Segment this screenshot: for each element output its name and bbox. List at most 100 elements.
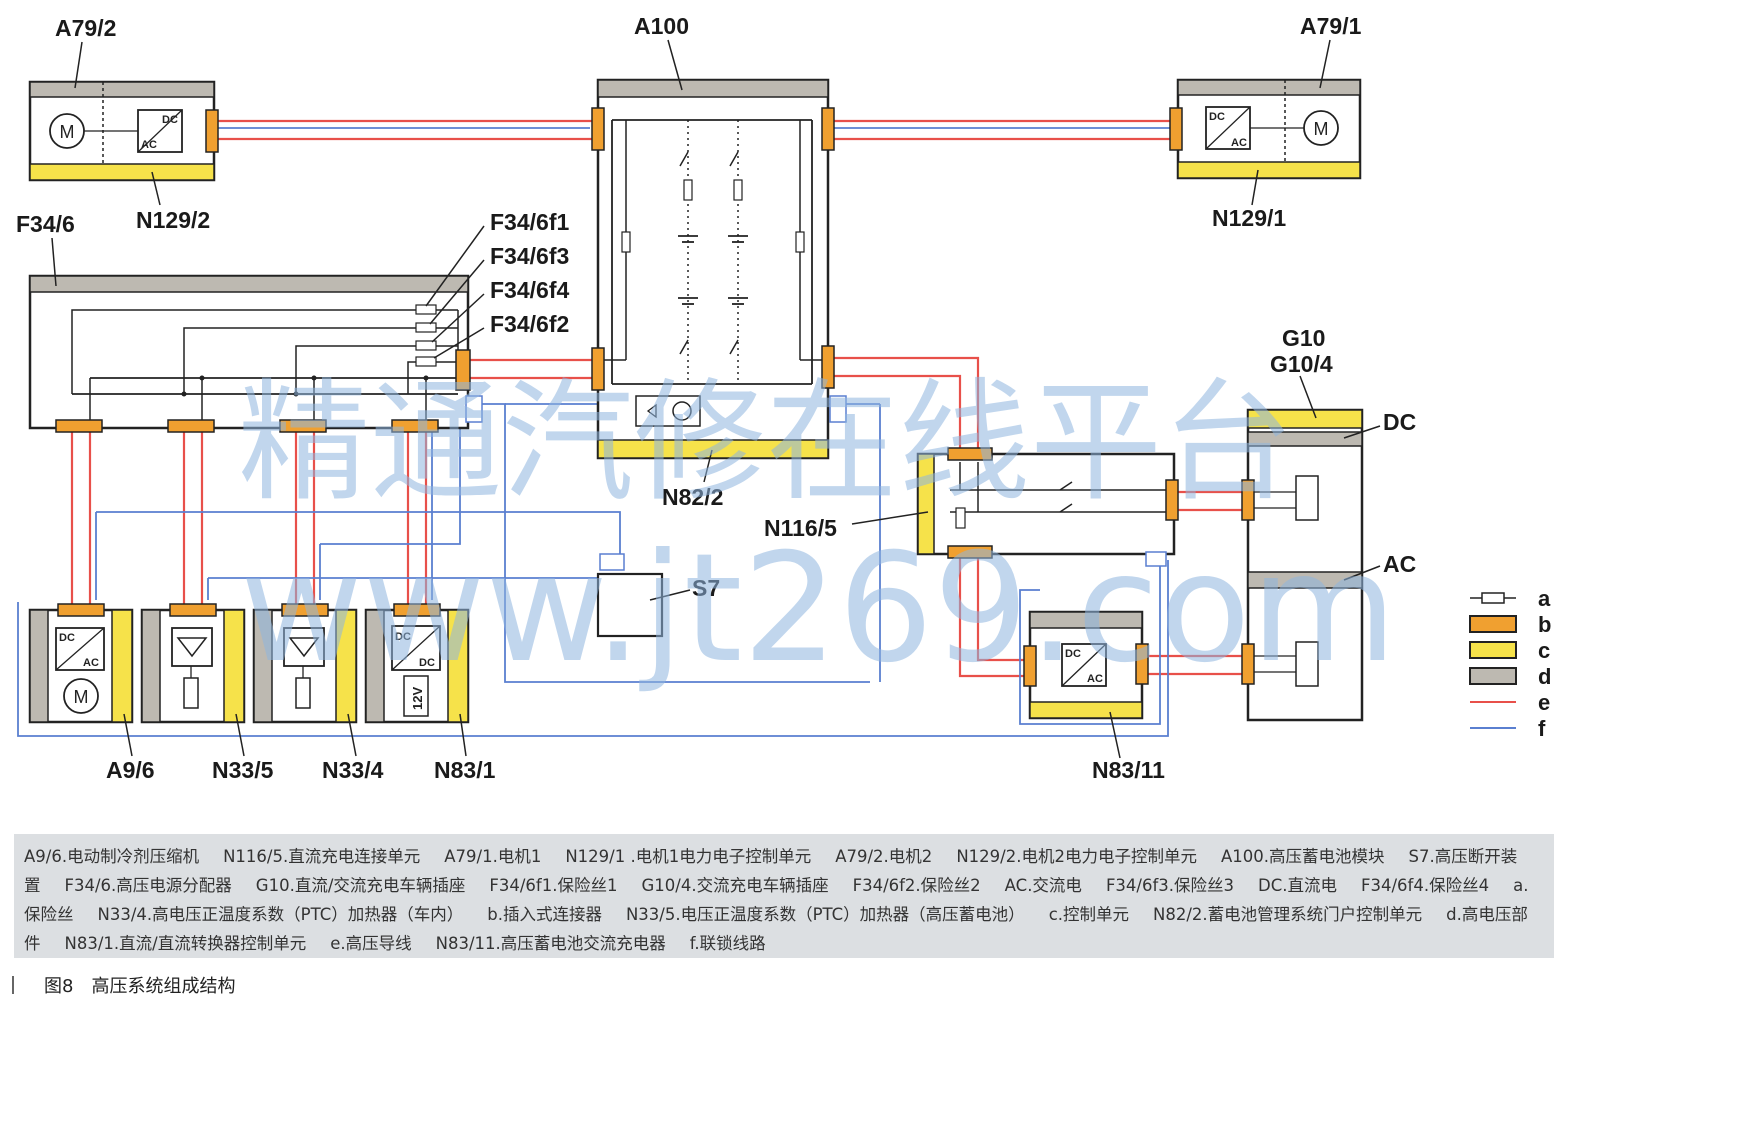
figure-number: 图8 xyxy=(44,976,74,997)
n33-4-ptc-heater xyxy=(252,603,358,724)
legend-item-e: e xyxy=(1470,690,1550,715)
legend-key-a: a xyxy=(1538,586,1551,611)
connector xyxy=(1241,479,1255,521)
fuse-icon xyxy=(415,322,437,333)
a100-battery-module xyxy=(591,78,847,460)
legend-symbol-c xyxy=(1469,641,1517,659)
legend-symbol-a xyxy=(1470,592,1516,604)
motor-mark: M xyxy=(74,687,89,707)
legend-key-c: c xyxy=(1538,638,1550,663)
caption-item: F34/6f3.保险丝3 xyxy=(1105,876,1235,895)
figure-title-text: 高压系统组成结构 xyxy=(91,976,236,997)
connector xyxy=(279,419,327,433)
ac-mark: AC xyxy=(141,139,157,151)
n116-5-dc-charge-unit xyxy=(916,447,1179,567)
fuse-icon xyxy=(733,179,743,201)
label-a79-2: A79/2 xyxy=(55,15,116,41)
caption-item: N83/11.高压蓄电池交流充电器 xyxy=(435,934,666,953)
motor-icon xyxy=(1303,110,1339,146)
legend-key-f: f xyxy=(1538,716,1546,741)
caption-item: A79/1.电机1 xyxy=(444,847,542,866)
legend-item-f: f xyxy=(1470,716,1546,741)
fuse-icon xyxy=(415,304,437,315)
label-f34-6f1: F34/6f1 xyxy=(490,209,569,235)
motor-mark: M xyxy=(1314,119,1329,139)
legend-item-c: c xyxy=(1469,638,1550,663)
n33-5-ptc-heater xyxy=(140,603,246,724)
ac-mark: AC xyxy=(1087,673,1103,685)
caption-item: N129/2.电机2电力电子控制单元 xyxy=(956,847,1197,866)
caption-item: N129/1 .电机1电力电子控制单元 xyxy=(565,847,812,866)
label-dc: DC xyxy=(1383,409,1416,435)
legend-key-d: d xyxy=(1538,664,1551,689)
label-f34-6f3: F34/6f3 xyxy=(490,243,569,269)
dc-mark: DC xyxy=(59,632,75,644)
fuse-icon xyxy=(621,231,631,253)
dc-mark: DC xyxy=(419,657,435,669)
caption-item: d.高电压部件 xyxy=(24,905,1528,953)
connector xyxy=(947,447,993,461)
motor-icon xyxy=(63,678,99,714)
f34-6-distributor xyxy=(28,274,483,433)
connector xyxy=(455,349,471,391)
label-a79-1: A79/1 xyxy=(1300,13,1362,39)
caption-item: F34/6f1.保险丝1 xyxy=(489,876,618,895)
connector xyxy=(1241,643,1255,685)
label-n82-2: N82/2 xyxy=(662,484,723,510)
label-f34-6f2: F34/6f2 xyxy=(490,311,569,337)
connector xyxy=(393,603,441,617)
connector xyxy=(821,107,835,151)
caption-item: f.联锁线路 xyxy=(689,934,766,953)
connector xyxy=(167,419,215,433)
legend-key-b: b xyxy=(1538,612,1551,637)
label-n33-5: N33/5 xyxy=(212,757,274,783)
connector xyxy=(821,345,835,389)
connector xyxy=(591,347,605,391)
label-g10-4: G10/4 xyxy=(1270,351,1333,377)
label-a9-6: A9/6 xyxy=(106,757,155,783)
dc-mark: DC xyxy=(1209,111,1225,123)
caption-item: DC.直流电 xyxy=(1258,876,1338,895)
caption-item: c.控制单元 xyxy=(1048,905,1130,924)
connector xyxy=(55,419,103,433)
fuse-icon xyxy=(683,179,693,201)
caption-item: A9/6.电动制冷剂压缩机 xyxy=(24,847,200,866)
connector xyxy=(1165,479,1179,521)
connector xyxy=(169,603,217,617)
caption-item: A79/2.电机2 xyxy=(835,847,933,866)
label-f34-6: F34/6 xyxy=(16,211,75,237)
fuse-icon xyxy=(955,507,966,529)
figure-title: 图8 高压系统组成结构 xyxy=(44,972,235,998)
caption-item: N116/5.直流充电连接单元 xyxy=(223,847,421,866)
caption-item: F34/6.高压电源分配器 xyxy=(64,876,232,895)
v12-mark: 12V xyxy=(410,687,425,710)
figure-marker xyxy=(12,976,14,994)
caption-item: a.保险丝 xyxy=(24,876,1529,924)
connector xyxy=(1169,107,1183,151)
label-n33-4: N33/4 xyxy=(322,757,384,783)
legend-symbol-d xyxy=(1469,667,1517,685)
a9-6-compressor: DC AC M xyxy=(28,603,134,724)
caption-item: G10/4.交流充电车辆插座 xyxy=(641,876,829,895)
connector xyxy=(281,603,329,617)
caption-item: N82/2.蓄电池管理系统门户控制单元 xyxy=(1153,905,1423,924)
connector xyxy=(591,107,605,151)
watermark-line-2: www.jt269.com xyxy=(240,522,1397,696)
caption-item: AC.交流电 xyxy=(1004,876,1082,895)
caption-item: N33/4.高电压正温度系数（PTC）加热器（车内） xyxy=(97,905,464,924)
label-a100: A100 xyxy=(634,13,689,39)
caption-item: F34/6f4.保险丝4 xyxy=(1361,876,1490,895)
label-n129-1: N129/1 xyxy=(1212,205,1286,231)
wiring-diagram: M DC AC A79/2 N129/2 DC AC M A79/1 N129/… xyxy=(16,13,1551,783)
caption-item: N83/1.直流/直流转换器控制单元 xyxy=(64,934,307,953)
a79-2-group: M DC AC xyxy=(28,80,219,182)
connector xyxy=(1023,645,1037,687)
ac-mark: AC xyxy=(1231,137,1247,149)
legend-item-b: b xyxy=(1469,612,1551,637)
caption-item: A100.高压蓄电池模块 xyxy=(1220,847,1385,866)
connector xyxy=(947,545,993,559)
connector xyxy=(205,109,219,153)
label-ac: AC xyxy=(1383,551,1416,577)
motor-mark: M xyxy=(60,122,75,142)
